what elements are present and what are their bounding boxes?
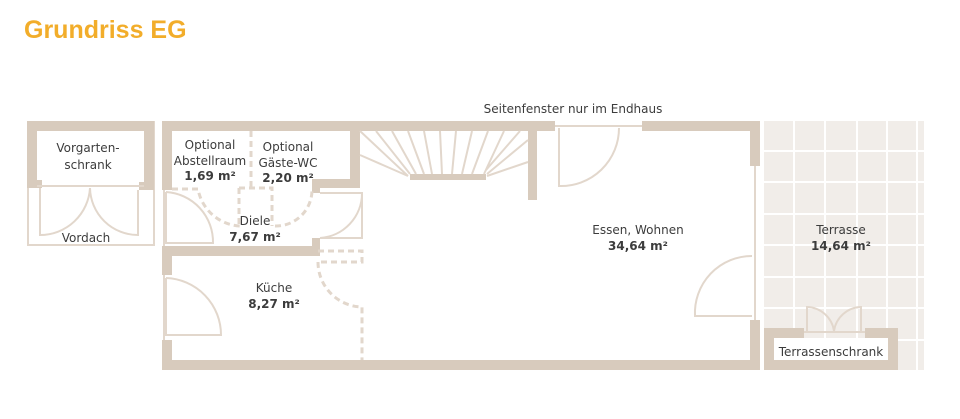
vorgartenschrank-label-2: schrank xyxy=(64,158,111,172)
diele-label: Diele xyxy=(240,214,271,228)
diele-area: 7,67 m² xyxy=(229,230,281,244)
page-title: Grundriss EG xyxy=(24,16,187,44)
essen-wohnen-label: Essen, Wohnen xyxy=(592,223,683,237)
vorgartenschrank-label-1: Vorgarten- xyxy=(56,141,119,155)
essen-wohnen-area: 34,64 m² xyxy=(608,239,668,253)
vordach-label: Vordach xyxy=(62,231,111,245)
optional-walls xyxy=(172,131,364,360)
terrasse-area: 14,64 m² xyxy=(811,239,871,253)
kueche-label: Küche xyxy=(256,281,292,295)
house-walls xyxy=(162,121,760,370)
doors xyxy=(165,127,753,336)
kueche-area: 8,27 m² xyxy=(248,297,300,311)
gaeste-wc-label-1: Optional xyxy=(263,140,314,154)
terrassenschrank xyxy=(764,305,898,370)
abstellraum-area: 1,69 m² xyxy=(184,169,236,183)
gaeste-wc-area: 2,20 m² xyxy=(262,171,314,185)
terrassenschrank-label: Terrassenschrank xyxy=(778,345,884,359)
vorgartenschrank xyxy=(27,121,155,246)
abstellraum-label-2: Abstellraum xyxy=(174,154,246,168)
staircase xyxy=(359,130,529,180)
gaeste-wc-label-2: Gäste-WC xyxy=(258,156,317,170)
abstellraum-label-1: Optional xyxy=(185,138,236,152)
side-window-note: Seitenfenster nur im Endhaus xyxy=(484,102,663,116)
terrasse-label: Terrasse xyxy=(815,223,866,237)
